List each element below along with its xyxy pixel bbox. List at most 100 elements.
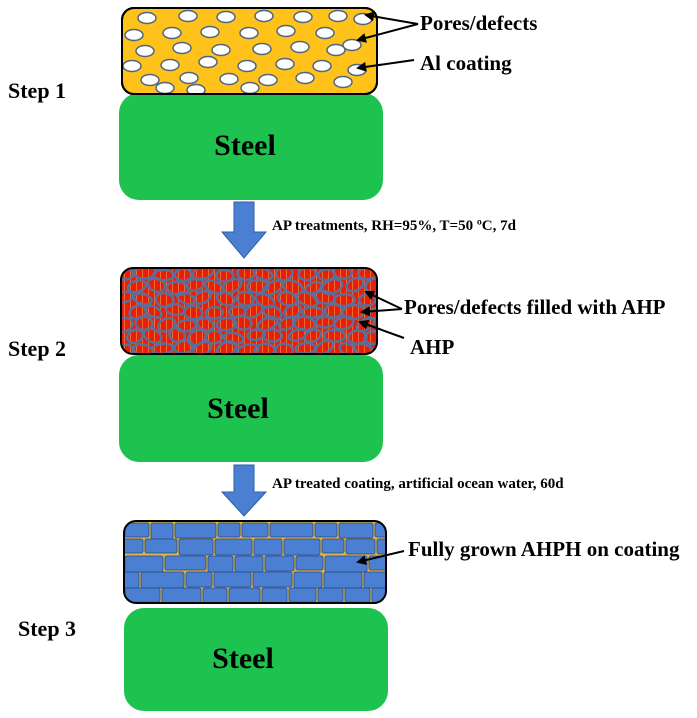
step-1: Step 1 Steel Pores/defects Al coating [8,7,537,200]
ahp-filled-pore [126,279,148,294]
ahph-crystal [144,538,178,554]
ahph-crystal [374,522,386,538]
pore [258,73,278,87]
ahp-filled-pore [314,339,335,354]
ahph-crystal [252,571,293,588]
ahp-filled-pore [125,328,144,345]
ahp-filled-pore [134,315,154,332]
ahp-filled-pore [276,290,298,307]
pore [162,26,182,40]
ahp-filled-pore [168,326,187,344]
callout-ahp: AHP [410,335,455,359]
ahp-filled-pores-group [121,268,377,354]
pore [178,9,198,23]
ahph-crystal [288,587,317,603]
ahp-filled-pore [261,328,284,343]
ahp-filled-pore [300,306,325,319]
steel-substrate-2 [119,355,383,462]
pore [312,59,332,73]
step-3: Step 3 Steel Fully grown AHPH on coating [18,520,680,711]
step-1-label: Step 1 [8,78,66,103]
ahp-filled-pore [143,304,163,319]
ahph-crystal [363,571,386,589]
ahph-crystal [295,555,324,571]
ahp-filled-pore [222,331,245,346]
ahph-crystal [317,587,344,603]
callout-arrow-1c [356,59,415,72]
callout-pores-filled-ahp: Pores/defects filled with AHP [404,295,666,319]
ahph-crystal [124,587,161,603]
ahph-crystal [217,522,241,538]
ahp-filled-pore [287,327,308,342]
ahp-filled-pore [332,292,356,308]
pore [276,24,296,38]
pore [254,9,274,23]
ahph-crystal [164,555,207,571]
pore [122,59,142,73]
callout-pores-defects: Pores/defects [420,11,537,35]
ahph-crystal [207,555,234,573]
ahp-filled-pore [204,329,224,345]
ahp-filled-pore [332,268,353,280]
ahph-crystal [124,538,144,554]
ahp-filled-pore [322,328,347,343]
transition-1: AP treatments, RH=95%, T=50 ºC, 7d [220,201,517,259]
pore [186,83,206,94]
ahph-crystal [261,587,288,603]
ahp-filled-pore [146,276,167,294]
ahph-crystal [178,538,214,556]
ahph-crystal [345,538,376,555]
pore [326,43,346,57]
pore [155,81,175,94]
ahph-crystal [234,555,264,573]
ahp-filled-pore [274,342,295,354]
pore [211,43,231,57]
pore [160,58,180,72]
pore [252,42,272,56]
pore [328,9,348,23]
step-2: Step 2 Steel Pores/defects filled with A… [8,267,666,462]
pore [179,71,199,85]
ahph-crystals-group [124,522,386,603]
ahp-filled-pore [246,278,270,294]
down-arrow-icon [220,464,268,517]
ahph-crystal [283,538,321,556]
ahp-filled-pore [193,289,212,305]
pore [290,40,310,54]
pore [237,59,257,73]
pore [342,38,362,52]
ahp-filled-pore [154,291,175,309]
ahp-filled-pore [232,314,253,331]
ahph-crystal [140,571,185,589]
ahp-filled-pore [142,327,163,345]
down-arrow-icon [220,201,268,259]
ahp-filled-pore [191,268,215,282]
ahph-crystal [376,538,386,555]
pore [239,26,259,40]
ahph-crystal [161,587,202,603]
step-2-label: Step 2 [8,336,66,361]
ahph-crystal [214,538,253,556]
ahp-filled-pore [333,315,355,331]
pore [216,10,236,24]
ahp-filled-pore [214,268,235,283]
ahp-filled-pore [297,268,318,282]
ahp-filled-pore [215,340,238,354]
ahph-crystal [344,587,371,603]
pore [198,55,218,69]
pore [240,81,260,94]
callout-arrow-2b [360,306,403,317]
ahph-crystal [253,538,283,556]
ahph-crystal [241,522,269,538]
ahp-filled-pore [204,305,225,320]
steel-label-2: Steel [207,392,269,425]
ahp-filled-pore [295,290,320,308]
callout-arrow-1b [356,23,419,43]
ahp-filled-pore [283,303,302,319]
pore [315,26,335,40]
pore [200,25,220,39]
callout-arrow-1a [364,11,419,25]
ahph-crystal [338,522,374,539]
pore [293,10,313,24]
